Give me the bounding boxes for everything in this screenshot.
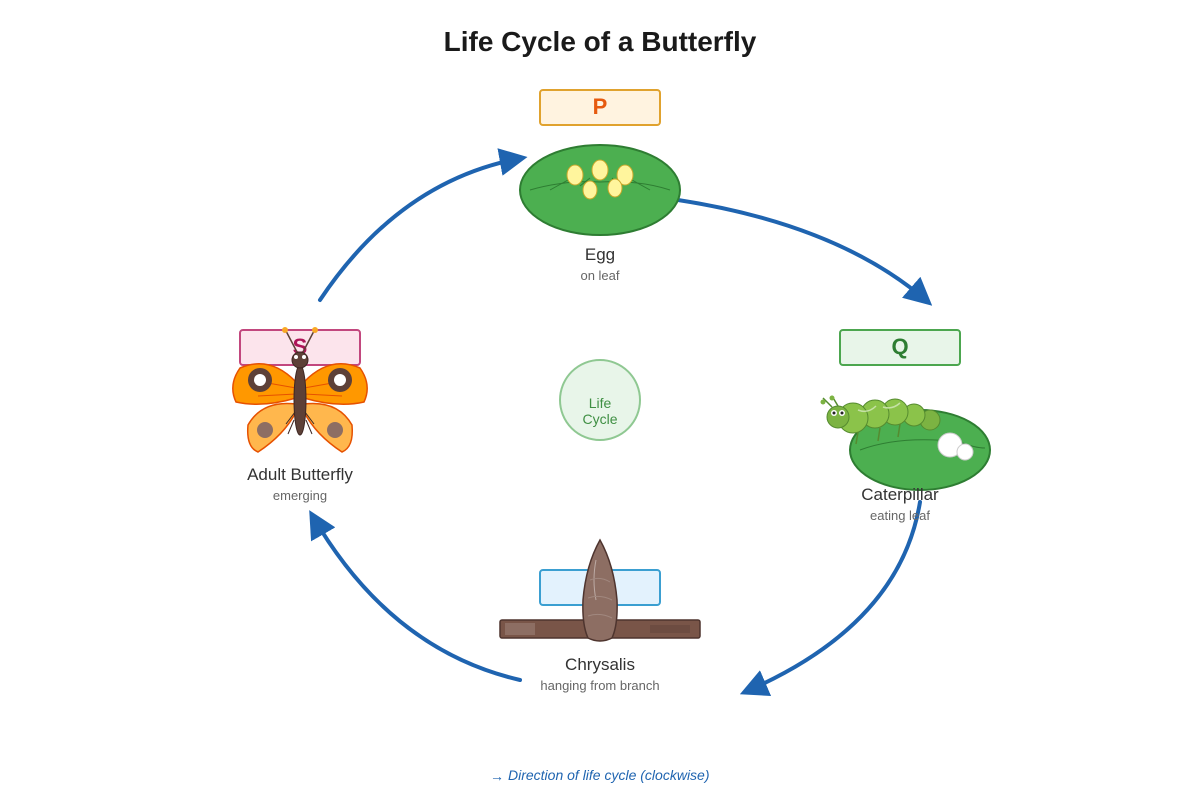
stage-chrysalis: Chrysalis hanging from branch [499,538,701,693]
center-label-line1: Life [589,395,612,411]
egg-leaf-icon [519,144,681,236]
egg-label-letter: P [593,94,608,119]
legend-text: Direction of life cycle (clockwise) [508,767,710,783]
stage-caterpillar: Q Cat [820,329,991,523]
center-label-line2: Cycle [582,411,617,427]
butterfly-detail: emerging [273,488,327,503]
chrysalis-name: Chrysalis [565,655,635,674]
caterpillar-label-box [839,329,961,366]
arrow-chrysalis-to-butterfly [309,510,522,682]
cycle-arrows [309,148,933,696]
butterfly-name: Adult Butterfly [247,465,353,484]
direction-legend: → Direction of life cycle (clockwise) [490,767,710,784]
caterpillar-icon [820,395,991,491]
egg-detail: on leaf [580,268,619,283]
arrow-caterpillar-to-chrysalis [739,500,922,696]
arrow-egg-to-caterpillar [676,198,933,306]
center-circle: Life Cycle [559,359,641,441]
caterpillar-label-letter: Q [891,334,908,359]
caterpillar-name: Caterpillar [861,485,939,504]
egg-label-box [539,89,661,126]
chrysalis-detail: hanging from branch [540,678,659,693]
egg-name: Egg [585,245,615,264]
eggs-icon [566,159,634,200]
chrysalis-icon [499,538,701,642]
stage-butterfly: S [232,327,368,503]
diagram-title: Life Cycle of a Butterfly [444,26,757,57]
caterpillar-detail: eating leaf [870,508,930,523]
stage-egg: P Egg on leaf [519,89,681,283]
butterfly-icon [232,327,368,453]
legend-arrow-icon: → [490,768,504,784]
arrow-butterfly-to-egg [318,148,528,302]
